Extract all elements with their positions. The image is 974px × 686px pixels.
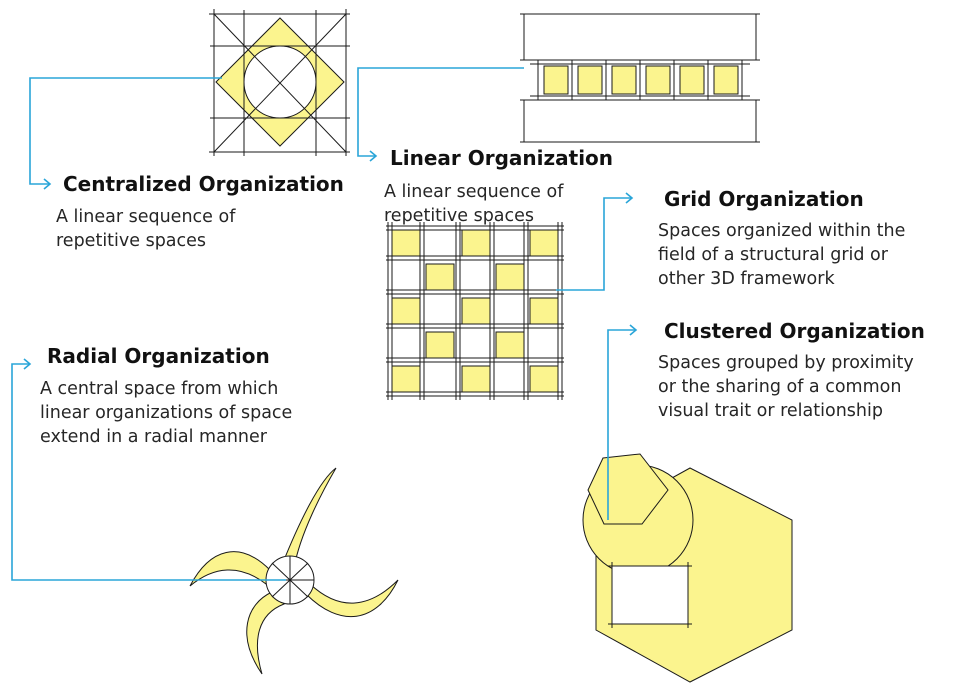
grid-cell bbox=[391, 229, 421, 257]
linear-description: A linear sequence of repetitive spaces bbox=[384, 180, 563, 228]
linear-space bbox=[611, 65, 637, 95]
radial-description: A central space from which linear organi… bbox=[40, 377, 292, 449]
radial-diagram bbox=[189, 467, 399, 675]
connector-linear bbox=[357, 67, 524, 157]
radial-arm bbox=[305, 579, 399, 618]
grid-cell bbox=[391, 365, 421, 393]
clustered-title: Clustered Organization bbox=[664, 319, 925, 343]
cluster-rectangle bbox=[611, 565, 689, 625]
linear-space bbox=[679, 65, 705, 95]
radial-title: Radial Organization bbox=[47, 344, 270, 368]
linear-diagram bbox=[520, 13, 760, 143]
grid-cell bbox=[529, 229, 559, 257]
centralized-desc-line: A linear sequence of bbox=[56, 207, 236, 227]
grid-cell bbox=[529, 297, 559, 325]
grid-cell bbox=[461, 229, 491, 257]
centralized-title: Centralized Organization bbox=[63, 172, 344, 196]
linear-title: Linear Organization bbox=[390, 146, 614, 170]
grid-cell bbox=[425, 331, 455, 359]
connector-clustered bbox=[607, 329, 636, 520]
grid-desc-line: Spaces organized within the bbox=[658, 221, 906, 241]
grid-desc-line: field of a structural grid or bbox=[658, 245, 888, 265]
grid-cell bbox=[495, 331, 525, 359]
connector-centralized bbox=[29, 77, 222, 185]
centralized-diagram bbox=[209, 9, 350, 156]
radial-arm bbox=[281, 467, 337, 569]
linear-desc-line: repetitive spaces bbox=[384, 206, 535, 226]
radial-desc-line: extend in a radial manner bbox=[40, 427, 267, 447]
connector-radial bbox=[11, 363, 286, 581]
clustered-desc-line: visual trait or relationship bbox=[658, 401, 883, 421]
radial-arm bbox=[246, 591, 285, 675]
centralized-desc-line: repetitive spaces bbox=[56, 231, 207, 251]
grid-desc-line: other 3D framework bbox=[658, 269, 835, 289]
clustered-desc-line: or the sharing of a common bbox=[658, 377, 902, 397]
linear-space bbox=[713, 65, 739, 95]
grid-title: Grid Organization bbox=[664, 187, 864, 211]
grid-cell bbox=[425, 263, 455, 291]
linear-space bbox=[577, 65, 603, 95]
grid-diagram bbox=[386, 222, 564, 400]
radial-desc-line: A central space from which bbox=[40, 379, 279, 399]
grid-cell bbox=[495, 263, 525, 291]
grid-cell bbox=[391, 297, 421, 325]
grid-cell bbox=[461, 297, 491, 325]
linear-space bbox=[543, 65, 569, 95]
clustered-diagram bbox=[582, 453, 793, 683]
radial-arm bbox=[189, 551, 271, 587]
clustered-description: Spaces grouped by proximity or the shari… bbox=[658, 351, 914, 423]
grid-cell bbox=[529, 365, 559, 393]
grid-cell bbox=[461, 365, 491, 393]
linear-desc-line: A linear sequence of bbox=[384, 182, 564, 202]
grid-description: Spaces organized within the field of a s… bbox=[658, 219, 905, 291]
radial-desc-line: linear organizations of space bbox=[40, 403, 293, 423]
connector-grid bbox=[556, 197, 632, 291]
clustered-desc-line: Spaces grouped by proximity bbox=[658, 353, 914, 373]
connectors bbox=[11, 67, 638, 581]
linear-space bbox=[645, 65, 671, 95]
centralized-description: A linear sequence of repetitive spaces bbox=[56, 205, 235, 253]
